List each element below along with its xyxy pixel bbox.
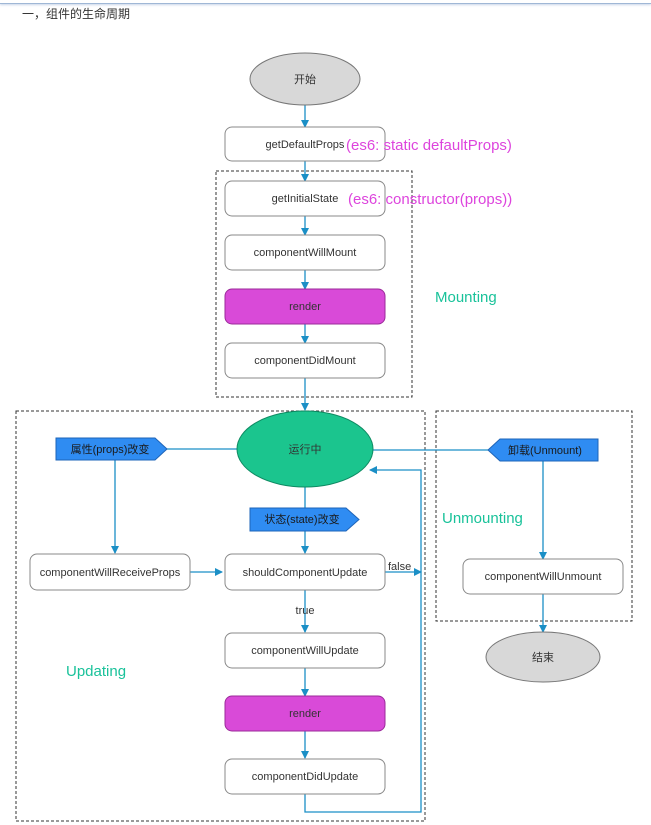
trigger-unmount: 卸载(Unmount) [487,438,599,462]
node-componentwillmount-label: componentWillMount [254,247,357,259]
node-componentwillmount: componentWillMount [224,234,386,271]
node-componentwillupdate-label: componentWillUpdate [251,645,359,657]
node-render-update-label: render [289,708,321,720]
node-componentdidupdate-label: componentDidUpdate [252,771,358,783]
node-getinitialstate-label: getInitialState [272,193,339,205]
node-shouldcomponentupdate: shouldComponentUpdate [224,553,386,591]
section-unmounting: Unmounting [442,510,523,527]
node-start-label: 开始 [294,72,316,86]
trigger-state-change-label: 状态(state)改变 [264,512,339,526]
node-componentdidmount: componentDidMount [224,342,386,379]
trigger-props-change: 属性(props)改变 [55,437,168,461]
annotation-defaultprops: (es6: static defaultProps) [346,137,512,154]
trigger-props-change-label: 属性(props)改变 [71,442,150,456]
node-getinitialstate: getInitialState [224,180,386,217]
page-heading: 一，组件的生命周期 [22,7,131,21]
mounting-frame [215,170,413,398]
node-running: 运行中 [236,410,374,488]
trigger-state-change: 状态(state)改变 [249,507,360,532]
node-componentdidupdate: componentDidUpdate [224,758,386,795]
node-start: 开始 [249,52,361,106]
node-componentwillunmount: componentWillUnmount [462,558,624,595]
node-componentwillreceiveprops-label: componentWillReceiveProps [40,567,181,579]
node-componentwillupdate: componentWillUpdate [224,632,386,669]
node-componentdidmount-label: componentDidMount [254,355,356,367]
edge-label-true: true [296,605,315,617]
edge-label-false: false [388,561,411,573]
section-updating: Updating [66,663,126,680]
node-componentwillreceiveprops: componentWillReceiveProps [29,553,191,591]
updating-frame [15,410,426,822]
node-running-label: 运行中 [289,443,322,456]
node-end: 结束 [485,631,601,683]
edge-didupdate-loop-back [304,466,422,813]
node-shouldcomponentupdate-label: shouldComponentUpdate [243,567,368,579]
node-render-mount: render [224,288,386,325]
trigger-unmount-label: 卸载(Unmount) [508,443,582,457]
node-render-update: render [224,695,386,732]
node-render-mount-label: render [289,301,321,313]
connectors [111,105,547,813]
node-end-label: 结束 [532,651,554,664]
annotation-initialstate: (es6: constructor(props)) [348,191,512,208]
node-componentwillunmount-label: componentWillUnmount [485,571,602,583]
unmounting-frame [435,410,633,622]
top-border [0,0,651,4]
node-getdefaultprops: getDefaultProps [224,126,386,162]
node-getdefaultprops-label: getDefaultProps [266,139,345,151]
section-mounting: Mounting [435,289,497,306]
